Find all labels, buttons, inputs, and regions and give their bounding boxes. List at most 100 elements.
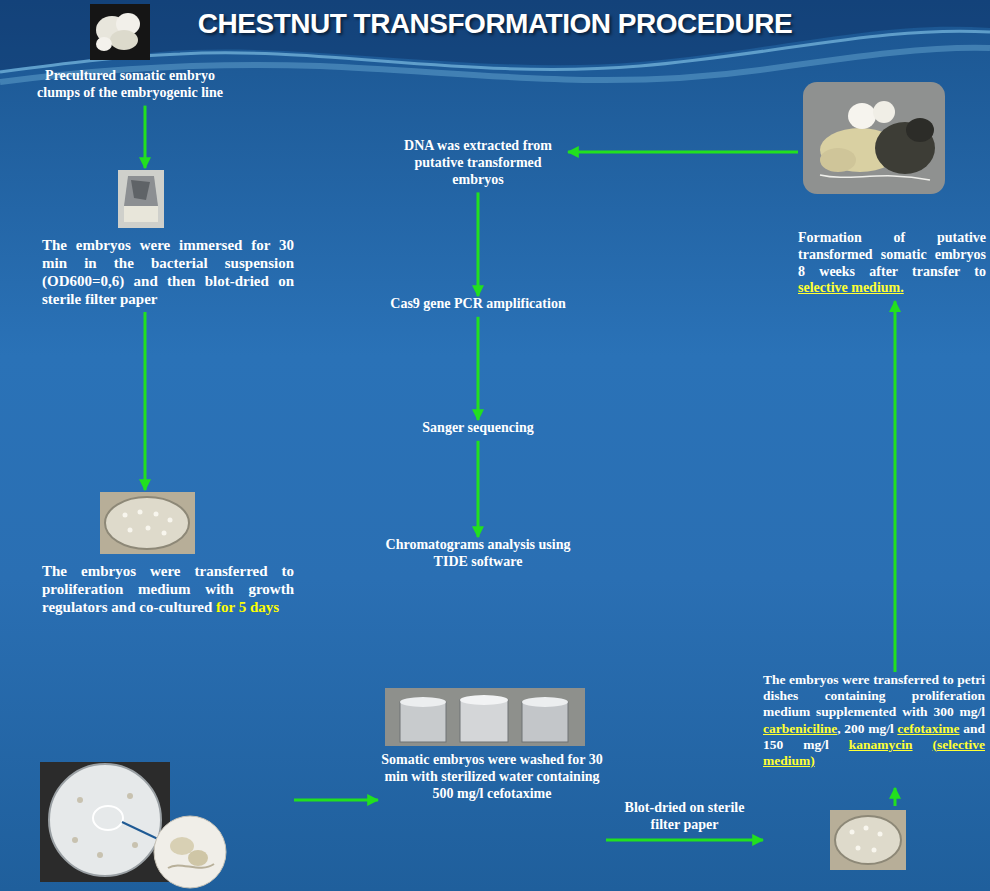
- step-text-block: The embryos were transferred to petri di…: [763, 672, 985, 769]
- highlight-text: cefotaxime: [897, 721, 959, 736]
- step-text: Cas9 gene PCR amplification: [390, 296, 565, 311]
- step-text: Formation of putative transformed somati…: [798, 230, 986, 279]
- step-text: The embryos were immersed for 30 min in …: [42, 237, 294, 307]
- step-box: Formation of putative transformed somati…: [798, 80, 986, 301]
- petri-photo-part: [138, 510, 143, 515]
- selective-petri-photo-part: [864, 826, 869, 831]
- embryo-photo-part: [96, 37, 112, 51]
- selective-petri-photo-part: [894, 788, 897, 806]
- step-text-block: Precultured somatic embryo clumps of the…: [30, 68, 230, 102]
- transformed-embryo-photo-part: [820, 175, 930, 180]
- step-box: Somatic embryos were washed for 30 min w…: [378, 688, 606, 848]
- flask-photo-part: [124, 206, 158, 222]
- step-text-block: DNA was extracted from putative transfor…: [388, 138, 568, 188]
- highlight-text: kanamycin: [849, 737, 913, 752]
- transformed-embryo-photo-part: [873, 101, 895, 123]
- flow-arrow: [606, 839, 763, 842]
- coculture-photos-part: [188, 850, 208, 866]
- coculture-photos-part: [77, 797, 83, 803]
- petri-photo-part: [128, 528, 133, 533]
- transformed-embryo-photo-part: [848, 103, 876, 129]
- step-text: Chromatograms analysis using TIDE softwa…: [386, 537, 571, 569]
- step-text-block: The embryos were transferred to prolifer…: [42, 562, 294, 616]
- flow-arrow: [294, 799, 378, 802]
- flow-arrow: [144, 106, 147, 168]
- step-text: Somatic embryos were washed for 30 min w…: [381, 752, 603, 801]
- flow-arrow: [477, 441, 480, 537]
- transformed-embryo-photo-part: [803, 82, 945, 194]
- step-box: The embryos were immersed for 30 min in …: [42, 168, 294, 312]
- step-text-block: Sanger sequencing: [368, 420, 588, 437]
- wash-jars-photo-part: [522, 702, 568, 742]
- step-text: Sanger sequencing: [422, 420, 533, 435]
- embryo-photo-part: [110, 30, 138, 50]
- arrow-label: Blot-dried on sterile filter paper: [619, 800, 751, 834]
- petri-photo-part: [168, 518, 173, 523]
- step-text: Precultured somatic embryo clumps of the…: [37, 68, 223, 100]
- petri-photo-part: [154, 512, 159, 517]
- petri-photo: [100, 492, 195, 554]
- petri-photo-part: [146, 526, 151, 531]
- step-text-block: Cas9 gene PCR amplification: [368, 296, 588, 313]
- petri-photo-part: [162, 531, 167, 536]
- wash-jars-photo-part: [385, 688, 585, 746]
- step-box: Sanger sequencing: [368, 420, 588, 441]
- flask-photo-part: [124, 176, 158, 206]
- flow-arrow: [144, 312, 147, 490]
- embryo-photo: [90, 4, 150, 60]
- selective-petri-photo-part: [850, 830, 855, 835]
- wash-jars-photo-part: [522, 697, 568, 707]
- wash-jars-photo-part: [400, 697, 446, 707]
- coculture-photos-part: [49, 764, 161, 876]
- coculture-photos-part: [122, 822, 160, 840]
- flow-arrow: [477, 192, 480, 296]
- selective-petri-photo-part: [872, 848, 877, 853]
- step-box: DNA was extracted from putative transfor…: [388, 138, 568, 192]
- wash-jars-photo-part: [460, 700, 508, 742]
- coculture-photos-part: [154, 816, 226, 888]
- step-text: DNA was extracted from putative transfor…: [404, 138, 552, 187]
- wash-jars-photo: [385, 688, 585, 746]
- step-text-block: Somatic embryos were washed for 30 min w…: [378, 752, 606, 802]
- step-text-block: Formation of putative transformed somati…: [798, 230, 986, 297]
- step-text: The embryos were transferred to petri di…: [763, 672, 985, 719]
- step-text-block: The embryos were immersed for 30 min in …: [42, 236, 294, 308]
- coculture-photos-part: [40, 762, 170, 882]
- wash-jars-photo-part: [400, 702, 446, 742]
- coculture-photos-part: [97, 852, 103, 858]
- flask-photo-part: [131, 180, 150, 200]
- step-box: The embryos were transferred to petri di…: [763, 672, 985, 876]
- transformed-embryo-photo-part: [906, 118, 934, 142]
- selective-petri-photo-part: [878, 832, 883, 837]
- highlight-text: selective medium.: [798, 280, 904, 295]
- flow-arrow: [568, 151, 798, 154]
- step-box: The embryos were transferred to prolifer…: [42, 490, 294, 889]
- flask-photo-part: [118, 170, 164, 228]
- coculture-photos-part: [168, 864, 214, 868]
- step-text: , 200 mg/l: [837, 721, 893, 736]
- selective-petri-photo: [830, 788, 906, 870]
- embryo-photo-part: [90, 4, 150, 60]
- petri-photo-part: [123, 513, 128, 518]
- petri-photo-part: [100, 492, 195, 554]
- transformed-embryo-photo-part: [820, 148, 856, 172]
- transformed-embryo-photo: [803, 82, 945, 194]
- step-box: Chromatograms analysis using TIDE softwa…: [378, 537, 578, 575]
- flow-arrow: [477, 317, 480, 420]
- step-box: Precultured somatic embryo clumps of the…: [30, 4, 230, 106]
- flow-arrow: [894, 301, 897, 672]
- coculture-photos-part: [127, 793, 133, 799]
- step-text-block: Chromatograms analysis using TIDE softwa…: [378, 537, 578, 571]
- highlight-text: for 5 days: [216, 599, 279, 615]
- diagram-title: CHESTNUT TRANSFORMATION PROCEDURE: [0, 8, 990, 40]
- selective-petri-photo-part: [830, 810, 906, 870]
- coculture-photos-part: [132, 842, 138, 848]
- step-box: Cas9 gene PCR amplification: [368, 296, 588, 317]
- wash-jars-photo-part: [460, 695, 508, 705]
- selective-petri-photo-part: [835, 816, 901, 864]
- petri-photo-part: [105, 497, 189, 549]
- flask-photo: [118, 170, 164, 228]
- coculture-photos: [40, 762, 226, 888]
- selective-petri-photo-part: [856, 846, 861, 851]
